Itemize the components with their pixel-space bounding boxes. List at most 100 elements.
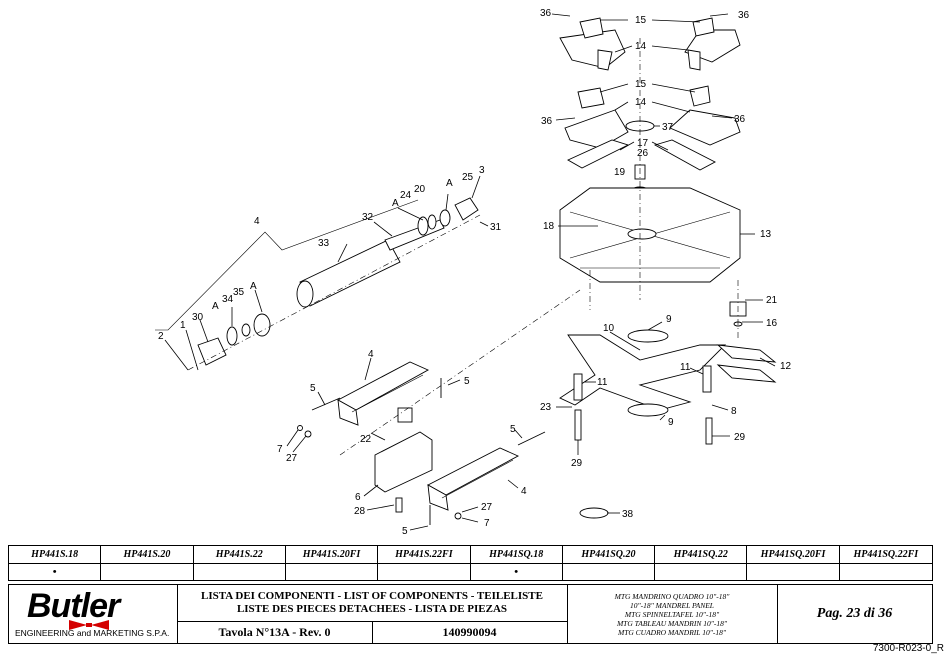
mtg-line: MTG TABLEAU MANDRIN 10"-18" xyxy=(616,618,728,628)
clip-9-top xyxy=(627,329,669,343)
callout-33: 33 xyxy=(318,238,330,249)
seal-34 xyxy=(241,323,251,337)
callout-12: 12 xyxy=(780,361,792,372)
callout-25: 25 xyxy=(462,172,474,183)
jaw-upper-left xyxy=(559,17,626,71)
model-mark xyxy=(747,564,840,580)
callout-34: 34 xyxy=(222,294,234,305)
mtg-line: MTG MANDRINO QUADRO 10"-18" xyxy=(614,591,730,601)
model-header: HP441S.18 xyxy=(9,546,102,564)
model-header: HP441SQ.20 xyxy=(562,546,656,564)
callout-15: 15 xyxy=(635,15,647,26)
title-line-1: LISTA DEI COMPONENTI - LIST OF COMPONENT… xyxy=(201,590,543,602)
logo-subtitle: ENGINEERING and MARKETING S.P.A. xyxy=(15,628,170,638)
callout-36: 36 xyxy=(738,10,750,21)
callout-15: 15 xyxy=(635,79,647,90)
screw-29-right xyxy=(705,417,713,445)
ring-38 xyxy=(579,507,609,519)
callout-11: 11 xyxy=(597,377,608,388)
mtg-line: MTG CUADRO MANDRIL 10"-18" xyxy=(617,627,727,637)
callout-28: 28 xyxy=(354,506,366,517)
callout-9: 9 xyxy=(668,417,674,428)
callout-5: 5 xyxy=(510,424,516,435)
callout-A: A xyxy=(446,178,453,189)
callout-38: 38 xyxy=(622,509,634,520)
jaw-upper-right xyxy=(684,17,741,71)
callout-19: 19 xyxy=(614,167,626,178)
callout-29: 29 xyxy=(571,458,583,469)
callout-35: 35 xyxy=(233,287,245,298)
cylinder-33 xyxy=(296,239,401,308)
callout-16: 16 xyxy=(766,318,778,329)
model-header: HP441SQ.22 xyxy=(655,546,748,564)
piston-35 xyxy=(253,313,271,337)
callout-5: 5 xyxy=(464,376,470,387)
cylinder-4-upper xyxy=(337,361,430,426)
model-applicability-table: HP441S.18 HP441S.20 HP441S.22 HP441S.20F… xyxy=(8,545,933,581)
callout-24: 24 xyxy=(400,190,412,201)
callout-6: 6 xyxy=(355,492,361,503)
mtg-line: MTG SPINNELTAFEL 10"-18" xyxy=(624,609,720,619)
callout-1: 1 xyxy=(180,320,186,331)
title-block: Butler ENGINEERING and MARKETING S.P.A. … xyxy=(8,584,933,644)
plate-12a xyxy=(716,344,777,363)
model-header: HP441S.22 xyxy=(193,546,286,564)
base-plate-13 xyxy=(559,187,741,283)
seal-25 xyxy=(439,209,451,227)
jaw-lower-left xyxy=(564,87,629,149)
callout-18: 18 xyxy=(543,221,555,232)
callout-27: 27 xyxy=(481,502,493,513)
callout-22: 22 xyxy=(360,434,372,445)
model-header: HP441S.20FI xyxy=(285,546,379,564)
callout-7: 7 xyxy=(484,518,490,529)
part-code: 140990094 xyxy=(372,621,568,643)
bowtie-icon xyxy=(69,620,109,630)
model-mark: • xyxy=(9,564,102,580)
callout-10: 10 xyxy=(603,323,615,334)
model-mark xyxy=(101,564,194,580)
model-mark xyxy=(286,564,379,580)
slide-plate-right xyxy=(653,139,716,171)
o-ring-A-right xyxy=(417,216,429,236)
model-header: HP441SQ.22FI xyxy=(839,546,932,564)
model-mark xyxy=(194,564,286,580)
callout-21: 21 xyxy=(766,295,778,306)
callout-7: 7 xyxy=(277,444,283,455)
table-revision: Tavola N°13A - Rev. 0 xyxy=(177,621,373,643)
component-list-title: LISTA DEI COMPONENTI - LIST OF COMPONENT… xyxy=(177,585,568,622)
model-mark xyxy=(563,564,656,580)
end-cap-30 xyxy=(197,337,227,366)
jaw-lower-right xyxy=(669,85,741,146)
pin-11-left xyxy=(573,373,583,401)
mtg-line: 10"-18" MANDREL PANEL xyxy=(630,600,714,610)
callout-13: 13 xyxy=(760,229,772,240)
callout-A: A xyxy=(392,198,399,209)
callout-36: 36 xyxy=(541,116,553,127)
callout-9: 9 xyxy=(666,314,672,325)
callout-31: 31 xyxy=(490,222,502,233)
model-mark: • xyxy=(471,564,563,580)
callout-14: 14 xyxy=(635,41,647,52)
document-reference: 7300-R023-0_R xyxy=(872,643,944,654)
callout-29: 29 xyxy=(734,432,746,443)
seal-20 xyxy=(427,214,437,230)
plate-12b xyxy=(716,364,777,383)
logo-wordmark: Butler xyxy=(27,587,120,625)
callout-A: A xyxy=(250,281,257,292)
assembly-description: MTG MANDRINO QUADRO 10"-18" 10"-18" MAND… xyxy=(567,585,778,643)
model-header: HP441S.22FI xyxy=(378,546,471,564)
callout-4: 4 xyxy=(254,216,260,227)
pin-11-right xyxy=(702,365,712,393)
callout-2: 2 xyxy=(158,331,164,342)
model-mark xyxy=(378,564,471,580)
callout-8: 8 xyxy=(731,406,737,417)
cylinder-4-lower xyxy=(427,447,520,511)
clip-9-bottom xyxy=(627,403,669,417)
model-header: HP441SQ.20FI xyxy=(747,546,840,564)
end-cap-3 xyxy=(454,197,479,221)
model-mark xyxy=(655,564,748,580)
callout-26: 26 xyxy=(637,148,649,159)
model-header: HP441S.20 xyxy=(101,546,194,564)
callout-A: A xyxy=(212,301,219,312)
callout-17: 17 xyxy=(637,138,649,149)
